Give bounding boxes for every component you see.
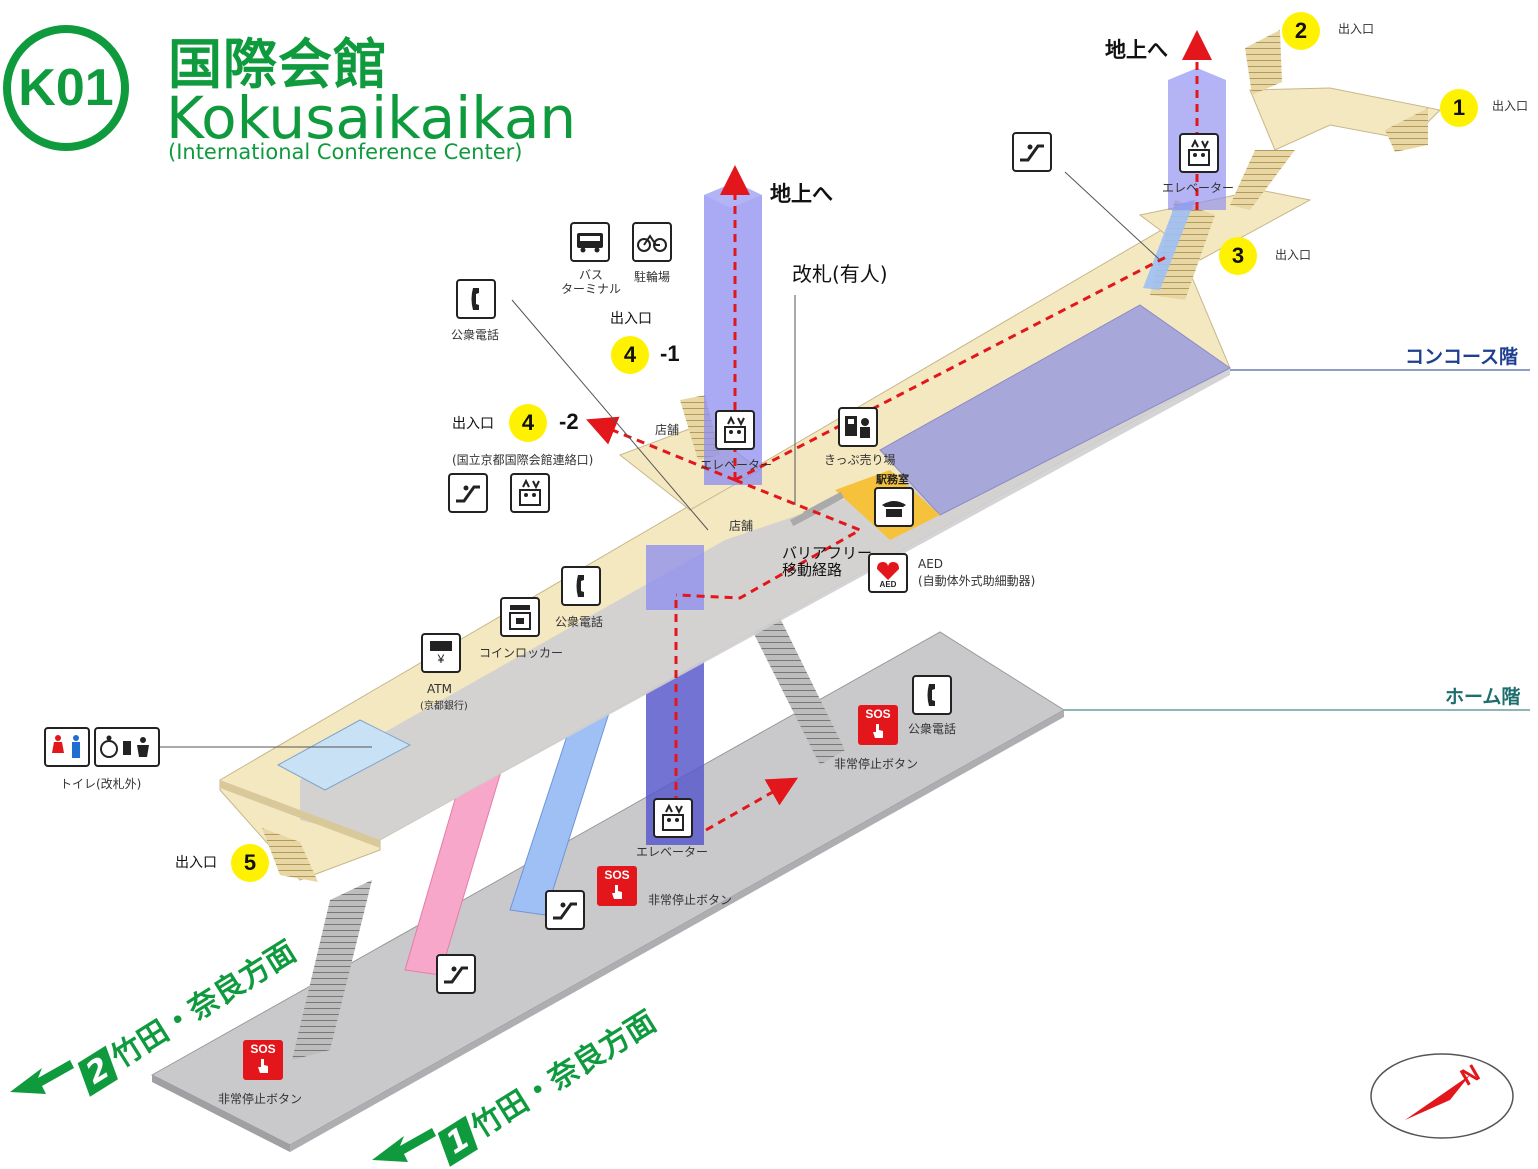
sos-icon[interactable]: SOS (597, 866, 637, 906)
shop-label-b: 店舗 (729, 519, 754, 533)
exit-5-badge[interactable]: 5 (231, 844, 269, 882)
phone-label-c: 公衆電話 (908, 722, 957, 736)
toilet-label: トイレ(改札外) (60, 777, 142, 791)
station-staff-icon[interactable] (874, 487, 914, 527)
to-ground-label-2: 地上へ (1105, 38, 1168, 62)
elevator-icon[interactable] (715, 410, 755, 450)
stairs-exit-1 (1385, 108, 1428, 152)
level-label-concourse: コンコース階 (1405, 346, 1519, 368)
stairs-to-exit-3 (1150, 200, 1215, 300)
atm-label: ATM (427, 682, 452, 696)
exit-4-1-badge[interactable]: 4 (611, 336, 649, 374)
phone-icon[interactable] (561, 566, 601, 606)
toilet-icon[interactable] (44, 727, 90, 767)
toilet-block (276, 719, 412, 791)
phone-icon[interactable] (456, 279, 496, 319)
bus-terminal-label: バス ターミナル (560, 268, 621, 296)
aed-label: AED (918, 557, 944, 571)
emergency-label-b: 非常停止ボタン (648, 893, 733, 907)
ticket-office-label: きっぷ売り場 (824, 453, 896, 467)
elevator-label-a: エレベーター (700, 458, 773, 472)
station-number-badge: K01 (3, 25, 129, 151)
station-name-ja: 国際会館 (168, 33, 388, 96)
to-ground-label-1: 地上へ (770, 182, 833, 206)
exit-4-2-label: 出入口 (452, 416, 494, 432)
stairs-exit-5 (262, 828, 318, 882)
aed-note: (自動体外式助細動器) (918, 574, 1036, 588)
exit-4-1-label: 出入口 (610, 311, 652, 327)
bicycle-icon[interactable] (632, 222, 672, 262)
elevator-label-c: エレベーター (636, 845, 709, 859)
escalator-icon[interactable] (1012, 132, 1052, 172)
coin-locker-label: コインロッカー (479, 646, 564, 660)
escalator-icon[interactable] (448, 473, 488, 513)
aed-icon[interactable]: AED (868, 553, 908, 593)
bicycle-label: 駐輪場 (634, 270, 671, 284)
exit-3-badge[interactable]: 3 (1219, 237, 1257, 275)
exit-1-label: 出入口 (1492, 99, 1529, 113)
svg-text:¥: ¥ (437, 652, 445, 666)
exit-4-2-badge[interactable]: 4 (509, 404, 547, 442)
escalator-exit-3 (1143, 200, 1195, 290)
stairs-exit-2 (1245, 30, 1282, 95)
sos-icon[interactable]: SOS (858, 705, 898, 745)
elevator-label-b: エレベーター (1162, 181, 1235, 195)
direction-arrow-track-2 (10, 1060, 74, 1094)
direction-arrow-track-1 (372, 1128, 436, 1162)
ticket-gate-label: 改札(有人) (792, 262, 888, 286)
ticket-machine-icon[interactable] (838, 407, 878, 447)
exit-1-badge[interactable]: 1 (1440, 89, 1478, 127)
emergency-label-a: 非常停止ボタン (834, 757, 919, 771)
atm-note: (京都銀行) (420, 701, 468, 712)
barrier-free-label: バリアフリー 移動経路 (782, 544, 873, 579)
level-label-platform: ホーム階 (1445, 686, 1521, 708)
phone-label-b: 公衆電話 (555, 615, 604, 629)
phone-label-a: 公衆電話 (451, 328, 500, 342)
platform-stairs-right (752, 618, 845, 765)
paid-area (879, 304, 1231, 516)
phone-icon[interactable] (912, 675, 952, 715)
station-name-en-sub: (International Conference Center) (168, 140, 523, 164)
elevator-icon[interactable] (510, 473, 550, 513)
sos-icon[interactable]: SOS (243, 1040, 283, 1080)
compass (1370, 1053, 1514, 1139)
exit-4-1-suffix: -1 (660, 341, 680, 366)
shop-label-a: 店舗 (655, 423, 680, 437)
coin-locker-icon[interactable] (500, 597, 540, 637)
exit-4-2-suffix: -2 (559, 409, 579, 434)
exit-2-badge[interactable]: 2 (1282, 12, 1320, 50)
platform-stairs-left (292, 880, 372, 1060)
escalator-icon[interactable] (436, 954, 476, 994)
accessible-toilet-icon[interactable] (94, 727, 160, 767)
elevator-shaft-mid (646, 545, 704, 610)
exit-3-label: 出入口 (1275, 248, 1312, 262)
elevator-icon[interactable] (653, 798, 693, 838)
station-office-label: 駅務室 (876, 473, 909, 486)
exit-4-2-note: (国立京都国際会館連絡口) (452, 453, 594, 467)
emergency-label-c: 非常停止ボタン (218, 1092, 303, 1106)
exit-5-label: 出入口 (175, 855, 217, 871)
ticket-gates (789, 491, 845, 527)
escalator-icon[interactable] (545, 890, 585, 930)
bus-icon[interactable] (570, 222, 610, 262)
atm-icon[interactable]: ¥ (421, 633, 461, 673)
station-name-en: Kokusaikaikan (166, 84, 577, 152)
stairs-exit-3 (1230, 150, 1295, 210)
svg-text:AED: AED (880, 580, 897, 588)
elevator-icon[interactable] (1179, 133, 1219, 173)
exit-2-label: 出入口 (1338, 22, 1375, 36)
